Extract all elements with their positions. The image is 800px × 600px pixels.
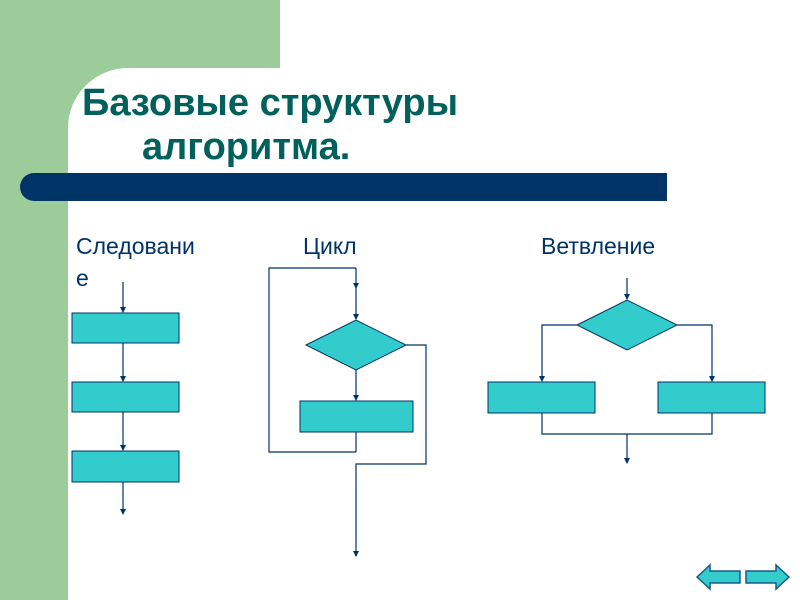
branch-condition-diamond (575, 299, 679, 351)
sequence-block-3 (71, 450, 180, 483)
decorative-sidebar (0, 0, 68, 600)
arrow-right-icon (745, 563, 791, 591)
loop-body-block (299, 400, 414, 433)
loop-flowchart (268, 267, 427, 557)
branch-left-path (539, 324, 577, 382)
branch-merge-path (541, 413, 713, 435)
branch-flowchart (487, 278, 766, 464)
branch-left-block (487, 381, 596, 414)
sequence-flowchart (71, 282, 180, 515)
previous-slide-button[interactable] (695, 563, 742, 591)
loop-exit-path (353, 344, 427, 557)
loop-condition-diamond (304, 319, 408, 371)
decorative-corner-curve (68, 68, 188, 188)
decorative-top-band (0, 0, 280, 68)
slide-title-line-2: алгоритма. (142, 126, 351, 168)
sequence-block-2 (71, 381, 180, 413)
loop-label: Цикл (303, 233, 357, 259)
sequence-label: Следовани (76, 233, 195, 259)
sequence-block-1 (71, 312, 180, 344)
branch-right-path (677, 324, 715, 382)
arrow-left-icon (695, 563, 741, 591)
loop-return-path (268, 267, 356, 453)
next-slide-button[interactable] (744, 563, 791, 591)
slide-title-line-1: Базовые структуры (82, 82, 459, 124)
branch-label: Ветвление (541, 233, 656, 259)
title-underline-bar (20, 173, 667, 201)
branch-right-block (657, 381, 766, 414)
sequence-label-continuation: е (76, 265, 89, 291)
